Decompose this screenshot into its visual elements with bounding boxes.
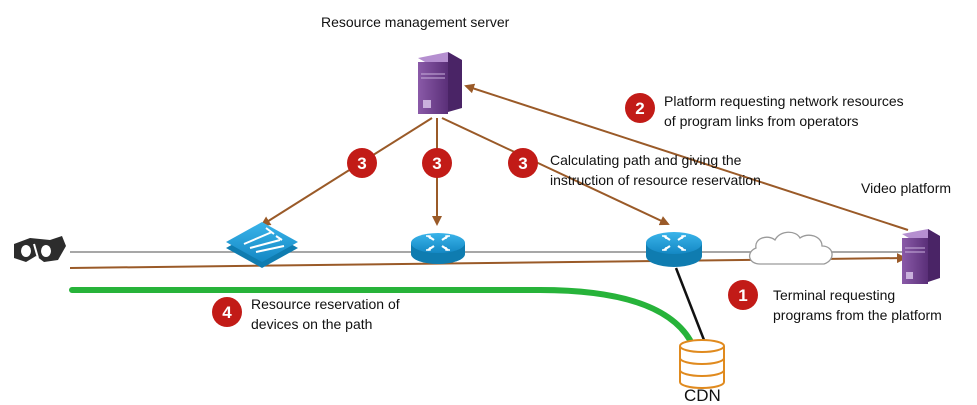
server-title: Resource management server <box>321 14 510 30</box>
svg-text:2: 2 <box>635 99 644 118</box>
step3-arrow-router-right <box>441 117 670 226</box>
badge-step-4: 4 <box>212 297 242 327</box>
cdn-label: CDN <box>684 386 721 405</box>
step2-text-line2: of program links from operators <box>664 113 859 129</box>
vr-headset-icon <box>14 236 66 262</box>
resource-management-server-icon <box>418 52 462 114</box>
svg-text:3: 3 <box>518 154 527 173</box>
step2-text-line1: Platform requesting network resources <box>664 93 904 109</box>
badge-step-1: 1 <box>728 280 758 310</box>
step1-text-line2: programs from the platform <box>773 307 942 323</box>
video-platform-label: Video platform <box>861 180 952 196</box>
router-icon-right <box>646 232 702 267</box>
cloud-icon <box>749 231 833 265</box>
step1-text-line1: Terminal requesting <box>773 287 896 303</box>
switch-icon <box>226 222 298 268</box>
svg-text:1: 1 <box>738 286 747 305</box>
step3-text-line1: Calculating path and giving the <box>550 152 742 168</box>
badge-step-3-middle: 3 <box>422 148 452 178</box>
svg-text:3: 3 <box>357 154 366 173</box>
svg-text:3: 3 <box>432 154 441 173</box>
step3-text-line2: instruction of resource reservation <box>550 172 761 188</box>
step4-text-line2: devices on the path <box>251 316 373 332</box>
video-platform-server-icon <box>902 229 940 284</box>
step2-arrow <box>464 83 909 231</box>
badge-step-3-right: 3 <box>508 148 538 178</box>
badge-step-2: 2 <box>625 93 655 123</box>
step4-text-line1: Resource reservation of <box>251 296 400 312</box>
svg-text:4: 4 <box>222 303 232 322</box>
router-icon-middle <box>411 233 465 264</box>
reservation-path <box>69 287 693 343</box>
cdn-database-icon <box>679 339 725 389</box>
badge-step-3-left: 3 <box>347 148 377 178</box>
cdn-link-line <box>674 267 706 341</box>
step3-arrow-switch <box>260 117 433 227</box>
